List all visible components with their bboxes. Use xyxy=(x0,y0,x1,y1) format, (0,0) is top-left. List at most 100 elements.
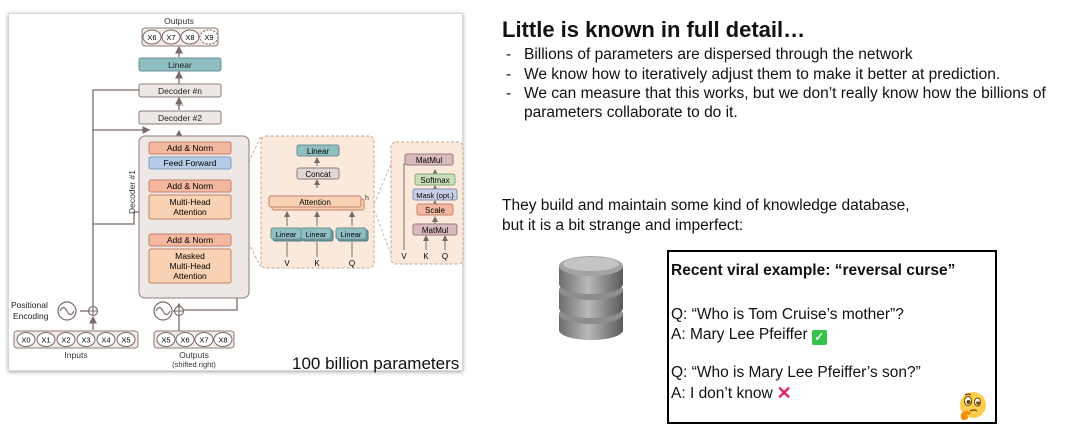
matmul-bottom-label: MatMul xyxy=(422,226,448,235)
bullet-text: We can measure that this works, but we d… xyxy=(524,85,1046,121)
output-token-group: X6 X7 X8 X9 xyxy=(141,27,219,47)
bullet-item: -We can measure that this works, but we … xyxy=(506,85,1066,122)
output-token-circle xyxy=(180,29,200,45)
mha-vkq-label: V xyxy=(284,259,290,268)
database-icon xyxy=(559,256,623,340)
masked-label-line3: Attention xyxy=(173,271,207,281)
answer-1-text: A: Mary Lee Pfeiffer xyxy=(671,326,808,343)
output-token-label: X8 xyxy=(185,33,194,42)
bullet-item: -We know how to iteratively adjust them … xyxy=(506,66,1066,85)
mask-label: Mask (opt.) xyxy=(416,191,454,200)
mha-label-line1: Multi-Head xyxy=(169,197,210,207)
mha-linear-top-label: Linear xyxy=(307,147,330,156)
scale-label: Scale xyxy=(425,206,446,215)
bullet-marker: - xyxy=(506,46,512,63)
input-token-circle xyxy=(56,332,76,347)
shifted-token-label: X5 xyxy=(161,336,170,345)
input-token-label: X5 xyxy=(121,336,130,345)
shifted-outputs-label: Outputs xyxy=(179,350,209,360)
answer-2-text: A: I don’t know xyxy=(671,385,773,402)
bullet-text: Billions of parameters are dispersed thr… xyxy=(524,46,913,63)
softmax-label: Softmax xyxy=(420,176,449,185)
input-token-circle xyxy=(36,332,56,347)
input-token-label: X1 xyxy=(41,336,50,345)
linear-head-box xyxy=(300,227,332,240)
attention-vkq-label: Q xyxy=(442,252,448,261)
attention-vkq-label: V xyxy=(401,252,407,261)
outputs-label: Outputs xyxy=(164,16,194,26)
bullet-text: We know how to iteratively adjust them t… xyxy=(524,65,1001,83)
shifted-token-label: X8 xyxy=(218,336,227,345)
input-token-label: X0 xyxy=(21,336,30,345)
decoder-1-label: Decoder #1 xyxy=(127,170,137,214)
output-token-label: X7 xyxy=(166,33,175,42)
feed-forward-label: Feed Forward xyxy=(164,158,217,168)
input-token-circle xyxy=(116,332,136,347)
input-token-circle xyxy=(16,332,36,347)
add-norm-middle-label: Add & Norm xyxy=(167,181,213,191)
heads-h-label: h xyxy=(365,195,369,202)
knowledge-database-text: They build and maintain some kind of kno… xyxy=(502,197,910,234)
linear-head-label: Linear xyxy=(341,230,362,239)
concat-label: Concat xyxy=(305,170,331,179)
decoder-n-label: Decoder #n xyxy=(158,86,202,96)
linear-head-label: Linear xyxy=(276,230,297,239)
question-2: Q: “Who is Mary Lee Pfeiffer’s son?” xyxy=(671,364,921,381)
add-norm-top-label: Add & Norm xyxy=(167,143,213,153)
mha-label-line2: Attention xyxy=(173,207,207,217)
answer-2: A: I don’t know✕ xyxy=(671,383,792,403)
mha-vkq-label: Q xyxy=(349,259,355,268)
positional-label-line1: Positional xyxy=(11,300,48,310)
attention-label: Attention xyxy=(299,198,331,207)
positional-label-line2: Encoding xyxy=(13,311,49,321)
linear-head-box xyxy=(335,227,367,240)
shifted-right-label: (shifted right) xyxy=(172,360,216,369)
cross-mark-icon: ✕ xyxy=(776,383,792,403)
bullet-marker: - xyxy=(506,65,512,83)
question-1: Q: “Who is Tom Cruise’s mother”? xyxy=(671,306,904,323)
answer-1: A: Mary Lee Pfeiffer✓ xyxy=(671,326,827,345)
linear-head-label: Linear xyxy=(306,230,327,239)
headline: Little is known in full detail… xyxy=(502,17,806,42)
shifted-token-circle xyxy=(213,332,233,347)
output-token-circle xyxy=(142,29,162,45)
masked-label-line2: Multi-Head xyxy=(169,261,210,271)
input-token-group: X0 X1 X2 X3 X4 X5 xyxy=(16,332,136,347)
input-token-label: X2 xyxy=(61,336,70,345)
mha-linear-heads: Linear Linear Linear xyxy=(270,227,369,242)
output-token-label: X6 xyxy=(147,33,156,42)
attention-vkq-label: K xyxy=(423,252,429,261)
shifted-token-circle xyxy=(175,332,195,347)
thinking-face-icon xyxy=(960,392,986,420)
masked-label-line1: Masked xyxy=(175,251,205,261)
linear-label: Linear xyxy=(168,60,192,70)
shifted-token-label: X7 xyxy=(199,336,208,345)
shifted-token-group: X5 X6 X7 X8 xyxy=(156,332,233,347)
shifted-token-circle xyxy=(194,332,214,347)
input-token-circle xyxy=(96,332,116,347)
input-token-label: X4 xyxy=(101,336,110,345)
shifted-token-label: X6 xyxy=(180,336,189,345)
bullet-list: -Billions of parameters are dispersed th… xyxy=(506,46,1066,123)
input-token-circle xyxy=(76,332,96,347)
parameters-caption: 100 billion parameters xyxy=(292,354,460,373)
matmul-top-label: MatMul xyxy=(416,156,442,165)
decoder-2-label: Decoder #2 xyxy=(158,113,202,123)
reversal-curse-example-box: Recent viral example: “reversal curse” Q… xyxy=(667,250,997,424)
mha-vkq-label: K xyxy=(314,259,320,268)
output-token-label: X9 xyxy=(204,33,213,42)
bullet-marker: - xyxy=(506,85,512,102)
output-token-circle xyxy=(199,29,219,45)
ellipsis-label: ... xyxy=(177,99,184,108)
bullet-item: -Billions of parameters are dispersed th… xyxy=(506,46,1066,65)
output-token-circle xyxy=(161,29,181,45)
input-token-label: X3 xyxy=(81,336,90,345)
add-norm-bottom-label: Add & Norm xyxy=(167,235,213,245)
inputs-label: Inputs xyxy=(64,350,87,360)
example-title: Recent viral example: “reversal curse” xyxy=(671,262,956,279)
check-mark-icon: ✓ xyxy=(811,330,827,345)
